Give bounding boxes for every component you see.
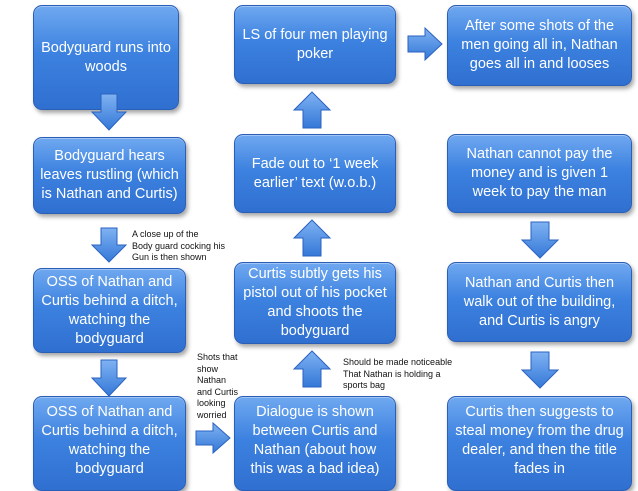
note-sports-bag: Should be made noticeable That Nathan is… [343,357,453,390]
step-oss-behind-ditch-2: OSS of Nathan and Curtis behind a ditch,… [33,396,186,491]
arrow-down-icon [90,359,128,397]
step-fade-out-1-week-earlier: Fade out to ‘1 week earlier’ text (w.o.b… [234,134,396,213]
arrow-up-icon [292,91,332,129]
step-text: Dialogue is shown between Curtis and Nat… [250,404,380,477]
step-text: Bodyguard runs into woods [41,39,171,75]
step-oss-behind-ditch-1: OSS of Nathan and Curtis behind a ditch,… [33,268,186,353]
step-text: Nathan and Curtis then walk out of the b… [463,274,616,329]
step-text: After some shots of the men going all in… [461,18,618,72]
arrow-up-icon [292,219,332,257]
note-close-up-cocking-gun: A close up of the Body guard cocking his… [132,229,226,262]
step-bodyguard-hears-leaves: Bodyguard hears leaves rustling (which i… [33,137,186,214]
arrow-right-icon [407,26,443,62]
step-curtis-suggests-steal: Curtis then suggests to steal money from… [447,396,632,491]
step-text: OSS of Nathan and Curtis behind a ditch,… [41,273,178,347]
step-nathan-goes-all-in: After some shots of the men going all in… [447,5,632,86]
note-shots-worried: Shots that show Nathan and Curtis lookin… [197,352,239,420]
step-bodyguard-runs-into-woods: Bodyguard runs into woods [33,5,179,110]
arrow-down-icon [520,221,560,259]
step-text: OSS of Nathan and Curtis behind a ditch,… [41,404,178,477]
step-nathan-cannot-pay: Nathan cannot pay the money and is given… [447,134,632,213]
step-text: Nathan cannot pay the money and is given… [466,146,613,200]
arrow-up-icon [292,350,332,388]
step-walk-out-of-building: Nathan and Curtis then walk out of the b… [447,262,632,342]
step-text: Curtis then suggests to steal money from… [455,404,624,477]
step-text: Curtis subtly gets his pistol out of his… [243,266,387,339]
step-dialogue-shown: Dialogue is shown between Curtis and Nat… [234,396,396,491]
step-text: LS of four men playing poker [242,26,388,62]
arrow-down-icon [90,93,128,131]
step-text: Bodyguard hears leaves rustling (which i… [40,148,179,202]
step-text: Fade out to ‘1 week earlier’ text (w.o.b… [251,155,379,191]
step-curtis-shoots-bodyguard: Curtis subtly gets his pistol out of his… [234,262,396,344]
arrow-down-icon [520,351,560,389]
step-ls-four-men-poker: LS of four men playing poker [234,5,396,84]
arrow-right-icon [195,421,231,455]
arrow-down-icon [90,227,128,263]
